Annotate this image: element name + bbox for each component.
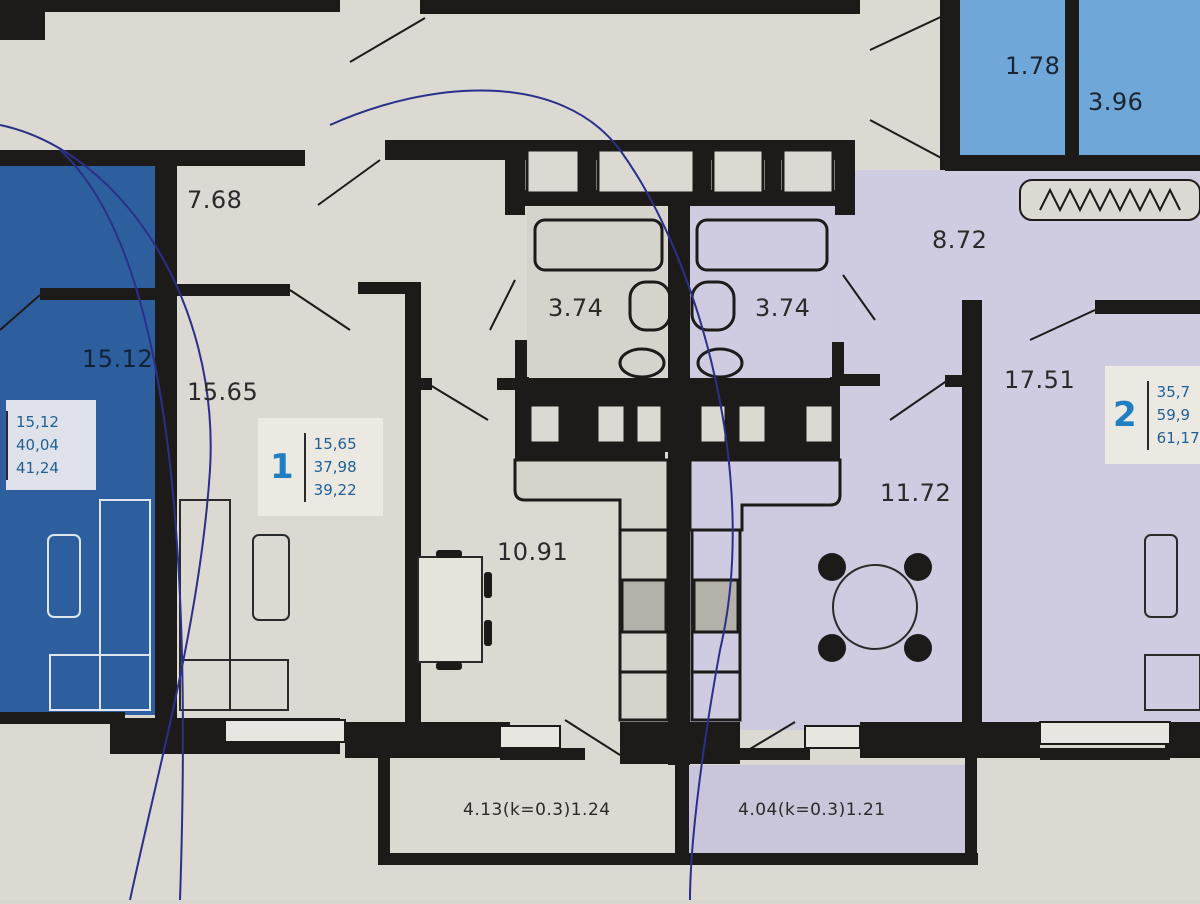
pen-mark-right (329, 89, 734, 901)
badge-apt2-values: 35,7 59,9 61,17 (1146, 380, 1200, 450)
bathtub-left (533, 218, 664, 272)
furniture (47, 499, 1200, 711)
badge-apt1-values: 15,65 37,98 39,22 (303, 432, 357, 502)
sink-right (690, 280, 736, 332)
coffee-table-apt2 (1144, 534, 1178, 618)
badge-neighbor-values: 15,12 40,04 41,24 (6, 410, 59, 480)
room-area-bath-upper-2: 3.96 (1088, 88, 1144, 116)
room-area-bath-left: 3.74 (548, 294, 604, 322)
badge-neighbor-value: 40,04 (16, 435, 59, 454)
pen-mark-left (0, 124, 212, 901)
balcony-left-area: 4.13(k=0.3)1.24 (463, 800, 611, 820)
bathroom-right-floor (692, 207, 832, 377)
badge-apt1: 1 15,65 37,98 39,22 (258, 418, 383, 516)
room-area-bath-upper-1: 1.78 (1005, 52, 1061, 80)
bathtub-right (695, 218, 829, 272)
sofa-neighbor-corner (49, 654, 151, 711)
stove-right (692, 578, 740, 634)
door-swings (0, 14, 1096, 756)
room-area-corridor-left: 7.68 (187, 186, 243, 214)
windows (224, 719, 1171, 749)
room-area-bath-right: 3.74 (755, 294, 811, 322)
badge-apt2-value: 35,7 (1156, 382, 1191, 401)
balcony-right-area: 4.04(k=0.3)1.21 (738, 800, 886, 820)
coffee-table-apt1 (252, 534, 290, 621)
badge-apt2: 2 35,7 59,9 61,17 (1105, 366, 1200, 464)
room-area-living-apt1: 15.65 (187, 378, 259, 406)
room-area-kitchen-apt1: 10.91 (497, 538, 569, 566)
badge-apt1-value: 37,98 (313, 457, 357, 476)
bathroom-left-floor (527, 207, 667, 377)
apartment-number-1: 1 (270, 447, 294, 487)
coffee-table-neighbor (47, 534, 81, 618)
badge-apt2-value: 59,9 (1156, 405, 1191, 424)
badge-neighbor-value: 41,24 (16, 458, 59, 477)
sofa-apt1-corner (179, 659, 289, 711)
badge-apt2-value: 61,17 (1156, 428, 1200, 447)
balcony-right-zone (688, 765, 970, 860)
kitchen-counter-right (688, 458, 842, 532)
radiator (1019, 179, 1200, 221)
round-table-apt2 (832, 564, 918, 650)
badge-apt1-value: 39,22 (313, 480, 357, 499)
toilet-right (696, 347, 744, 379)
badge-apt1-value: 15,65 (313, 434, 357, 453)
sink-left (628, 280, 672, 332)
room-area-kitchen-apt2: 11.72 (880, 479, 952, 507)
apartment-number-2: 2 (1113, 395, 1137, 435)
walls (0, 0, 1200, 865)
dining-table-apt1 (417, 556, 483, 663)
badge-neighbor-value: 15,12 (16, 412, 59, 431)
toilet-left (618, 347, 666, 379)
room-area-hall-right: 8.72 (932, 226, 988, 254)
stove-left (620, 578, 668, 634)
sofa-apt2 (1144, 654, 1200, 711)
room-area-living-apt2: 17.51 (1004, 366, 1076, 394)
badge-neighbor: 15,12 40,04 41,24 (6, 400, 96, 490)
chairs (436, 550, 932, 670)
room-area-living-neighbor: 15.12 (82, 345, 154, 373)
